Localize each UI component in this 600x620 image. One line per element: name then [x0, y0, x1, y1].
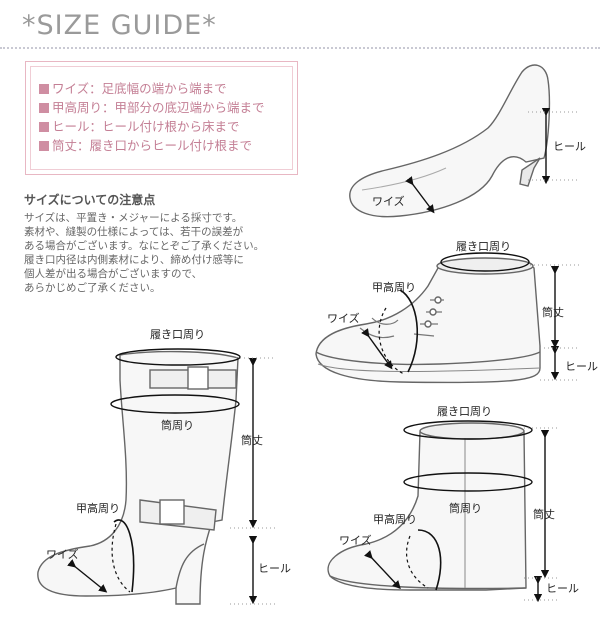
tall-boot-opening-label: 履き口周り — [150, 328, 205, 341]
page-title: *SIZE GUIDE* — [22, 10, 217, 41]
bullet-square-icon — [39, 122, 49, 132]
sneaker-heel-label: ヒール — [565, 360, 598, 373]
pump-heel-measure — [528, 107, 578, 185]
notes-line: 素材や、縫製の仕様によっては、若干の誤差が — [24, 226, 244, 238]
tall-boot-heel-label: ヒール — [258, 562, 291, 575]
notes-line: ある場合がございます。なにとぞご了承ください。 — [24, 240, 265, 252]
flat-boot-opening-label: 履き口周り — [437, 405, 492, 418]
sneaker-shaft-label: 筒丈 — [542, 306, 564, 319]
tall-boot-measures — [67, 348, 276, 605]
tall-boot-instep-label: 甲高周り — [76, 502, 120, 515]
flat-boot-illustration — [327, 422, 527, 591]
bullet-square-icon — [39, 84, 49, 94]
bullet-square-icon — [39, 103, 49, 113]
sneaker-instep-label: 甲高周り — [372, 281, 416, 294]
title-divider — [0, 47, 600, 49]
flat-boot-instep-label: 甲高周り — [373, 513, 417, 526]
legend-item-width: ワイズ：足底幅の端から端まで — [39, 78, 227, 97]
pump-width-label: ワイズ — [372, 195, 405, 208]
sneaker-opening-label: 履き口周り — [456, 240, 511, 253]
flat-boot-measures — [364, 420, 560, 603]
flat-boot-shaft-label: 筒丈 — [533, 508, 555, 521]
legend-item-shaft: 筒丈：履き口からヒール付け根まで — [39, 135, 252, 154]
legend-box: ワイズ：足底幅の端から端まで 甲高周り：甲部分の底辺端から端まで ヒール：ヒール… — [25, 61, 298, 175]
tall-boot-calf-label: 筒周り — [161, 419, 194, 432]
notes-line: サイズは、平置き・メジャーによる採寸です。 — [24, 212, 243, 224]
tall-boot-width-label: ワイズ — [46, 548, 79, 561]
notes-line: あらかじめご了承ください。 — [24, 282, 161, 294]
flat-boot-width-label: ワイズ — [339, 534, 372, 547]
tall-boot-illustration — [37, 350, 239, 605]
notes-line: 個人差が出る場合がございますので、 — [24, 268, 203, 280]
pump-width-measure — [405, 176, 435, 214]
pump-heel-label: ヒール — [553, 140, 586, 153]
notes-heading: サイズについての注意点 — [24, 193, 156, 207]
pump-illustration — [349, 64, 551, 218]
sneaker-measures — [361, 252, 580, 381]
notes-line: 履き口内径は内側素材により、締め付け感等に — [24, 254, 244, 266]
bullet-square-icon — [39, 141, 49, 151]
legend-item-instep: 甲高周り：甲部分の底辺端から端まで — [39, 97, 265, 116]
flat-boot-shaft-circ-label: 筒周り — [449, 502, 482, 515]
legend-item-heel: ヒール：ヒール付け根から床まで — [39, 116, 240, 135]
flat-boot-heel-label: ヒール — [546, 582, 579, 595]
sneaker-width-label: ワイズ — [327, 312, 360, 325]
tall-boot-shaft-label: 筒丈 — [241, 434, 263, 447]
